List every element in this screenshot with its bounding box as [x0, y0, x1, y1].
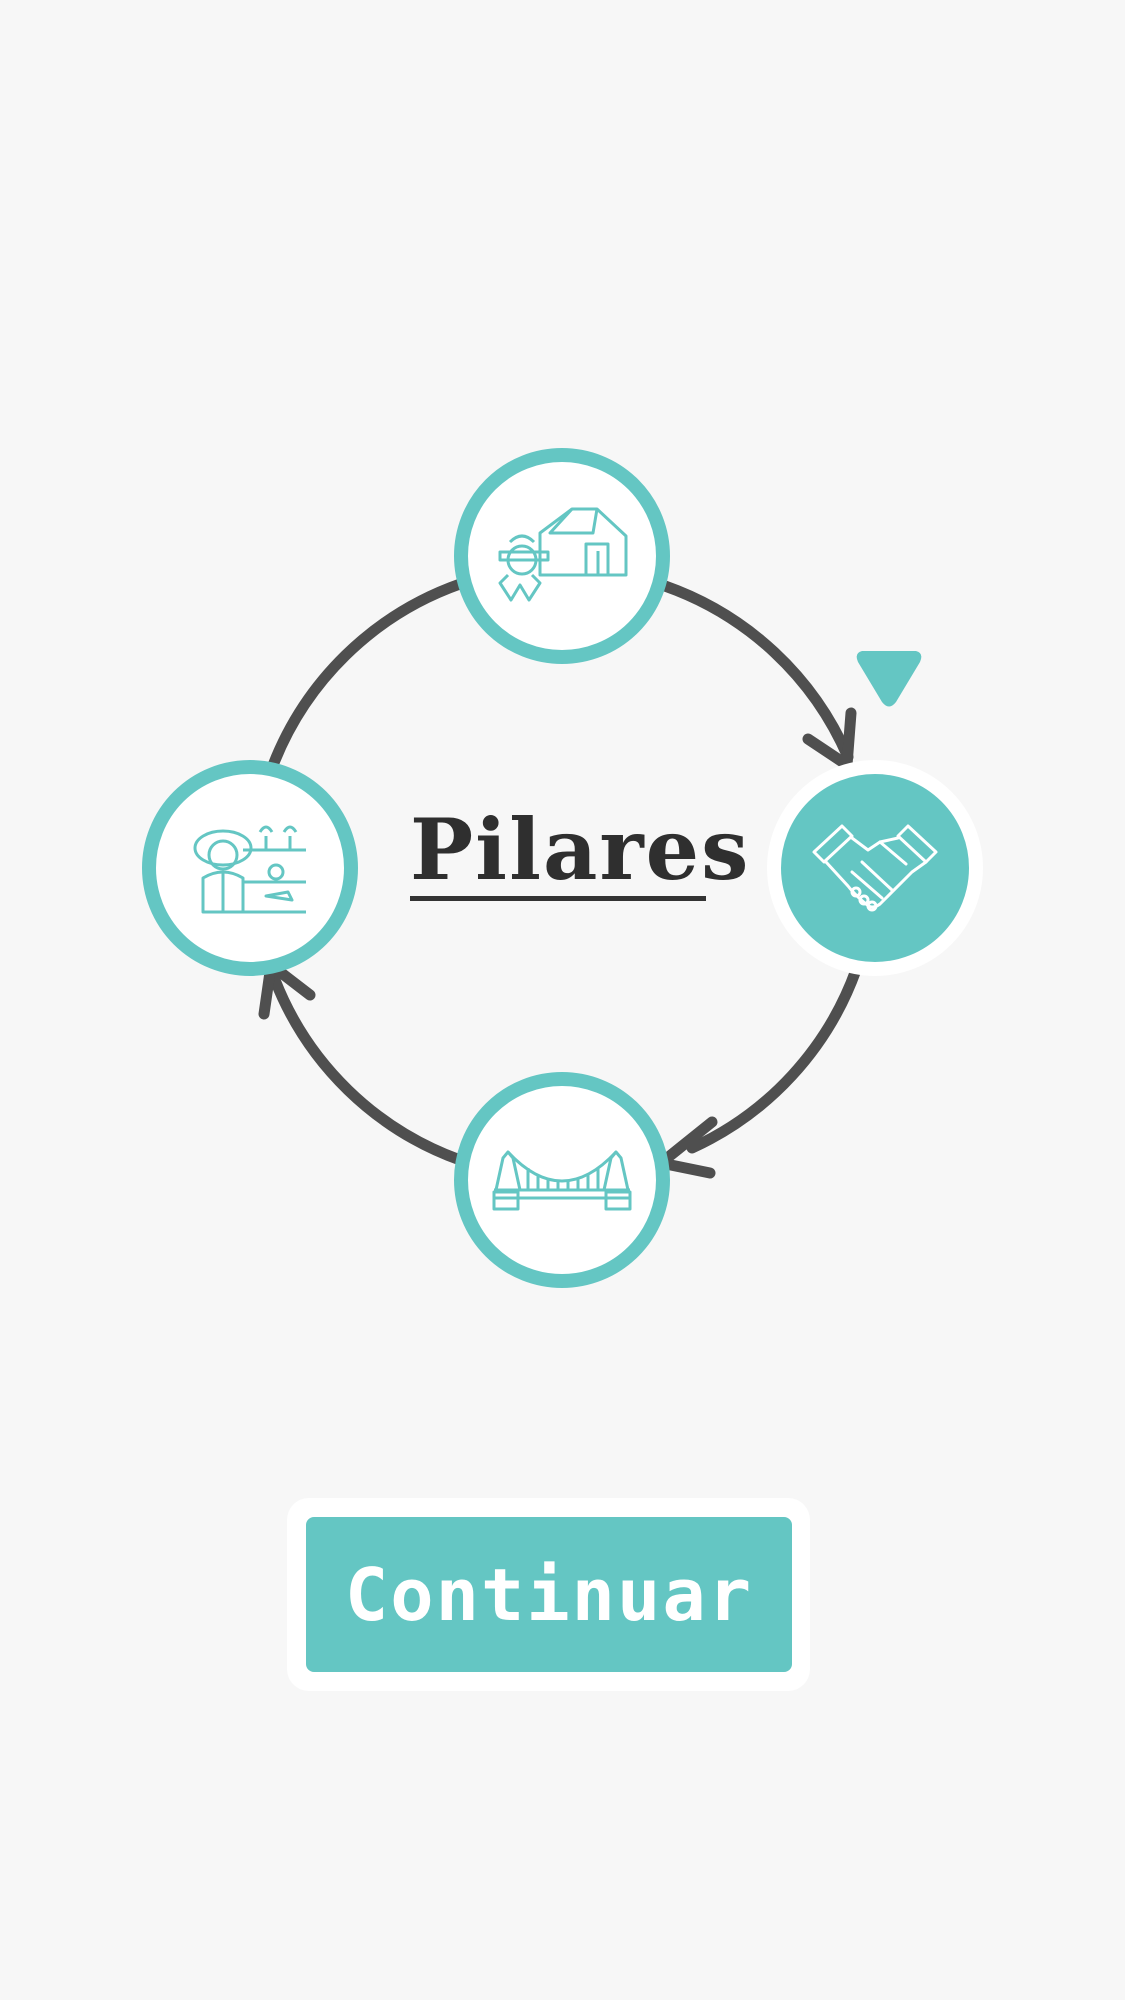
pillar-left[interactable] [142, 760, 358, 976]
handshake-icon [812, 824, 938, 912]
cycle-arc-top-right [659, 580, 854, 763]
pillar-top[interactable] [454, 448, 670, 664]
bridge-icon [492, 1150, 632, 1211]
cycle-arc-bottom-left [269, 974, 466, 1166]
continue-button[interactable]: Continuar [306, 1517, 792, 1672]
selection-indicator-icon [856, 651, 922, 707]
farmer-crops-icon [193, 825, 306, 914]
pillar-bottom[interactable] [454, 1072, 670, 1288]
page-title: Pilares [410, 800, 751, 899]
cycle-arc-right-bottom [686, 964, 862, 1154]
title-underline [410, 896, 706, 901]
cycle-arc-left-top [266, 578, 466, 774]
farmer-house-icon [498, 507, 628, 602]
pillar-right[interactable] [767, 760, 983, 976]
